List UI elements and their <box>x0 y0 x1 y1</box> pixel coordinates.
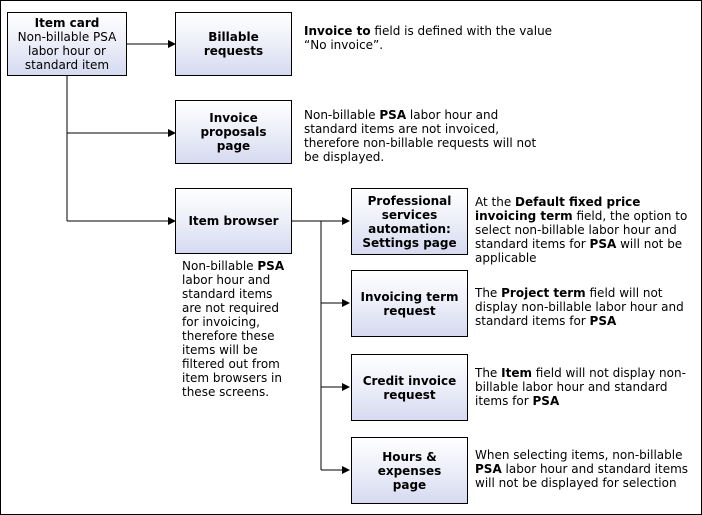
item-browser-note: Non-billable PSA labor hour and standard… <box>182 259 292 399</box>
item-card-line-2: labor hour or <box>28 44 106 58</box>
note-text: When selecting items, non-billable <box>475 448 683 462</box>
note-text: field, the option to select non-billable… <box>475 209 688 251</box>
hours-expenses-label: Hours & expenses page <box>377 449 442 492</box>
note-text: field will not display non-billable labo… <box>475 366 686 408</box>
invoice-proposals-note: Non-billable PSA labor hour and standard… <box>304 108 544 164</box>
note-bold: PSA <box>379 108 407 122</box>
credit-invoice-note: The Item field will not display non-bill… <box>475 366 693 408</box>
item-browser-box: Item browser <box>175 188 292 254</box>
invoice-proposals-label: Invoice proposals page <box>200 111 267 153</box>
note-text: labor hour and standard items are not re… <box>182 273 282 399</box>
item-card-box: Item card Non-billable PSA labor hour or… <box>7 12 127 76</box>
billable-requests-box: Billable requests <box>175 12 292 76</box>
note-text: Non-billable <box>182 259 258 273</box>
note-bold: PSA <box>589 237 617 251</box>
note-bold: Invoice to <box>304 24 371 38</box>
note-text: Non-billable <box>304 108 380 122</box>
note-bold: PSA <box>475 462 502 476</box>
invoicing-term-box: Invoicing term request <box>351 270 468 337</box>
item-card-title: Item card <box>34 16 100 30</box>
credit-invoice-box: Credit invoice request <box>351 354 468 421</box>
psa-settings-note: At the Default fixed price invoicing ter… <box>475 195 693 265</box>
note-bold: Project term <box>501 286 586 300</box>
item-card-line-1: Non-billable PSA <box>17 30 117 44</box>
credit-invoice-label: Credit invoice request <box>362 373 457 402</box>
item-browser-label: Item browser <box>188 214 279 228</box>
note-text: will not be applicable <box>475 237 683 265</box>
item-card-line-3: standard item <box>24 58 110 72</box>
invoicing-term-label: Invoicing term request <box>360 289 459 318</box>
billable-requests-label: Billable requests <box>203 30 264 58</box>
note-text: field is defined with the value “No invo… <box>304 24 553 52</box>
note-text: labor hour and standard items will not b… <box>475 462 689 490</box>
hours-expenses-note: When selecting items, non-billable PSA l… <box>475 448 693 490</box>
psa-settings-label: Professional services automation: Settin… <box>362 193 457 250</box>
note-text: At the <box>475 195 516 209</box>
note-bold: PSA <box>532 394 560 408</box>
invoice-proposals-box: Invoice proposals page <box>175 100 292 164</box>
billable-requests-note: Invoice to field is defined with the val… <box>304 24 566 52</box>
note-text: The <box>475 366 502 380</box>
hours-expenses-box: Hours & expenses page <box>351 437 468 504</box>
note-bold: Default fixed price invoicing term <box>475 195 641 223</box>
invoicing-term-note: The Project term field will not display … <box>475 286 693 328</box>
note-text: The <box>475 286 502 300</box>
note-bold: PSA <box>589 314 617 328</box>
note-bold: PSA <box>257 259 285 273</box>
note-bold: Item <box>501 366 532 380</box>
psa-settings-box: Professional services automation: Settin… <box>351 188 468 255</box>
note-text: field will not display non-billable labo… <box>475 286 684 328</box>
note-text: labor hour and standard items are not in… <box>304 108 537 164</box>
